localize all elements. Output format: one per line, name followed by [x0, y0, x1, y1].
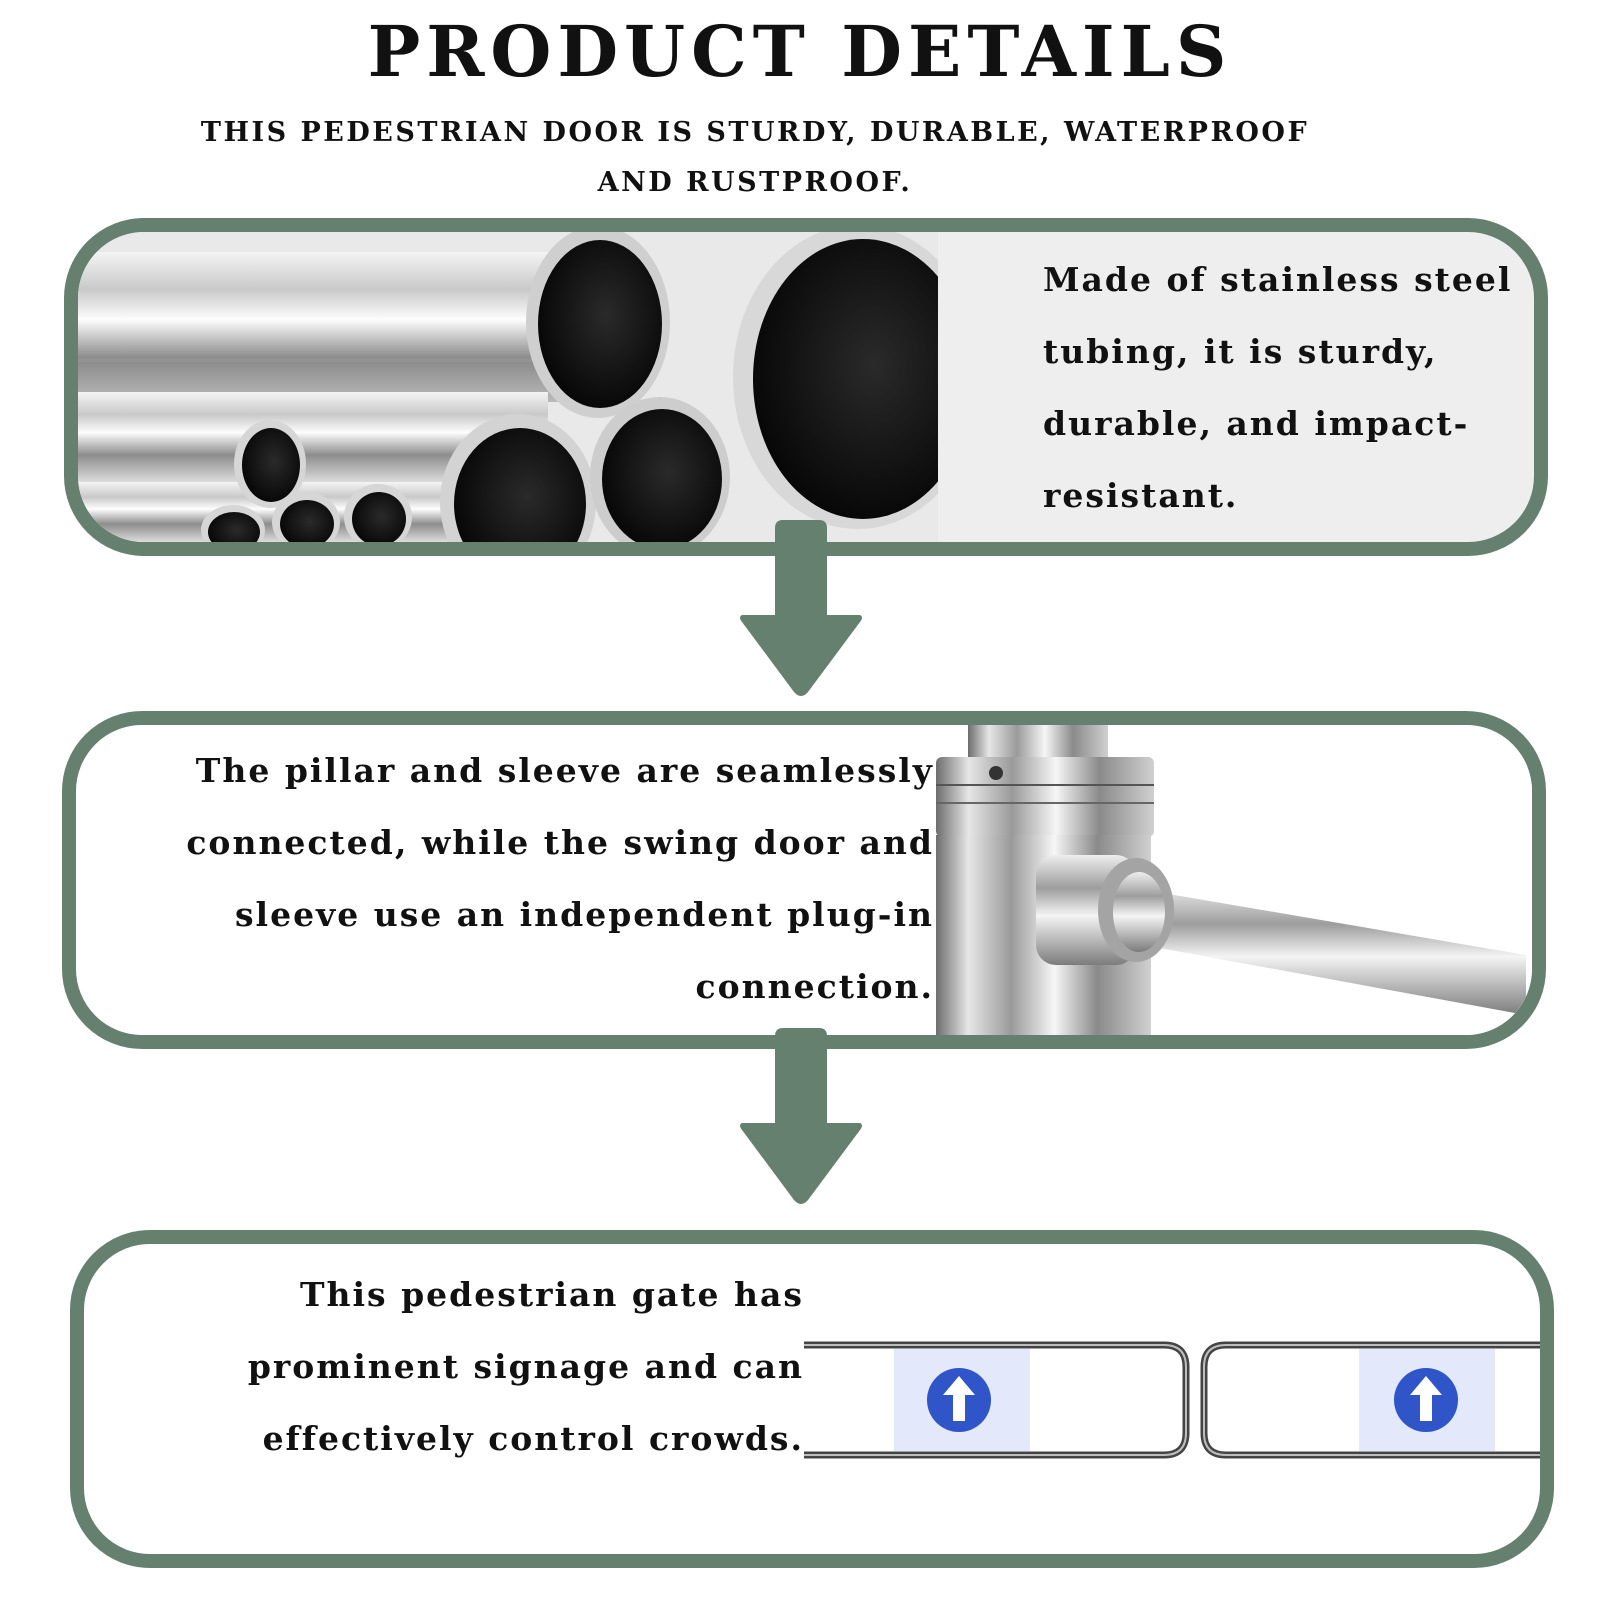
up-arrow-sign-icon — [927, 1368, 991, 1432]
pillar-sleeve-image — [936, 725, 1532, 1035]
stainless-steel-tubes-image — [78, 232, 958, 542]
page-subtitle: THIS PEDESTRIAN DOOR IS STURDY, DURABLE,… — [200, 117, 1310, 198]
down-arrow-icon — [738, 520, 864, 700]
up-arrow-sign-icon — [1394, 1368, 1458, 1432]
feature-card-tubing: Made of stainless steel tubing, it is st… — [64, 218, 1548, 556]
feature-card-connection: The pillar and sleeve are seamlessly con… — [62, 711, 1546, 1049]
gate-arms-image — [804, 1329, 1540, 1469]
feature-text-connection: The pillar and sleeve are seamlessly con… — [186, 751, 934, 1006]
page-title: PRODUCT DETAILS — [367, 10, 1233, 93]
down-arrow-icon — [738, 1028, 864, 1208]
feature-text-tubing: Made of stainless steel tubing, it is st… — [1043, 260, 1513, 515]
feature-card-signage: This pedestrian gate has prominent signa… — [70, 1230, 1554, 1568]
feature-text-signage: This pedestrian gate has prominent signa… — [247, 1275, 804, 1458]
